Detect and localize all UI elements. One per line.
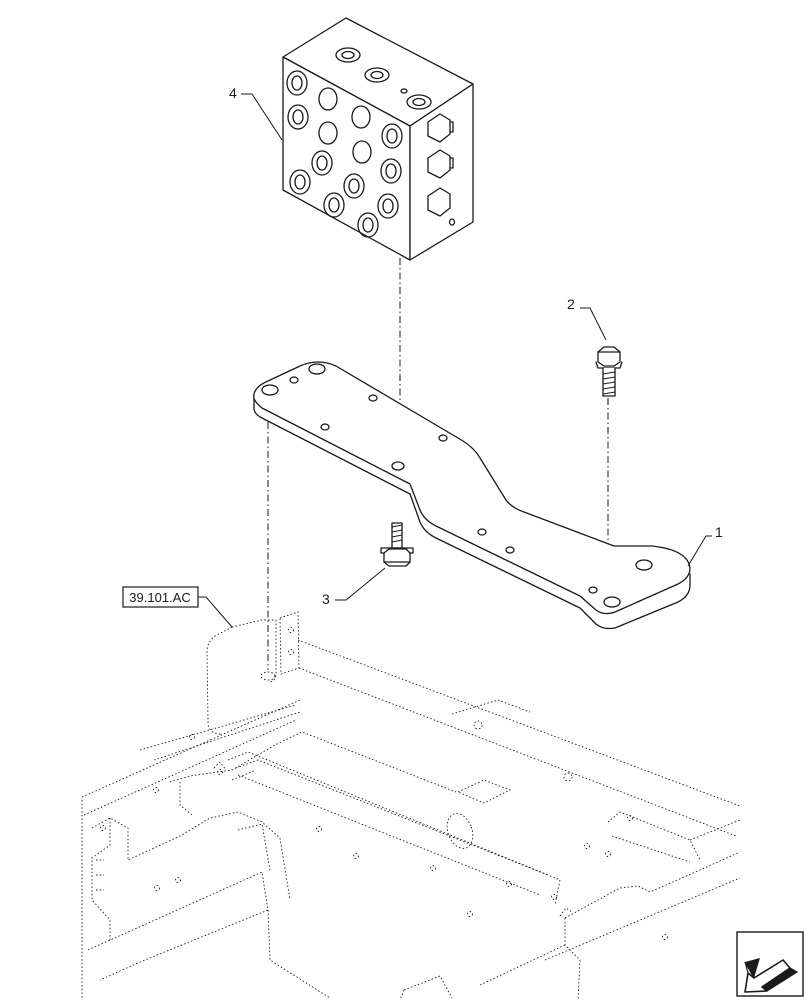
callout-3: 3 — [322, 567, 386, 607]
callout-number: 4 — [229, 85, 237, 101]
valve-block — [282, 17, 474, 261]
callout-number: 1 — [715, 524, 723, 540]
reference-link[interactable]: 39.101.AC — [122, 586, 233, 628]
callout-4: 4 — [229, 85, 283, 141]
callout-2: 2 — [567, 296, 607, 341]
chassis-frame — [81, 611, 741, 1000]
callout-number: 3 — [322, 591, 330, 607]
mounting-plate — [253, 361, 691, 630]
direction-arrow-icon — [736, 931, 804, 997]
reference-label[interactable]: 39.101.AC — [129, 590, 190, 605]
callout-1: 1 — [687, 524, 723, 567]
bolt-lower — [380, 522, 414, 567]
bolt-upper — [595, 346, 623, 397]
callout-number: 2 — [567, 296, 575, 312]
